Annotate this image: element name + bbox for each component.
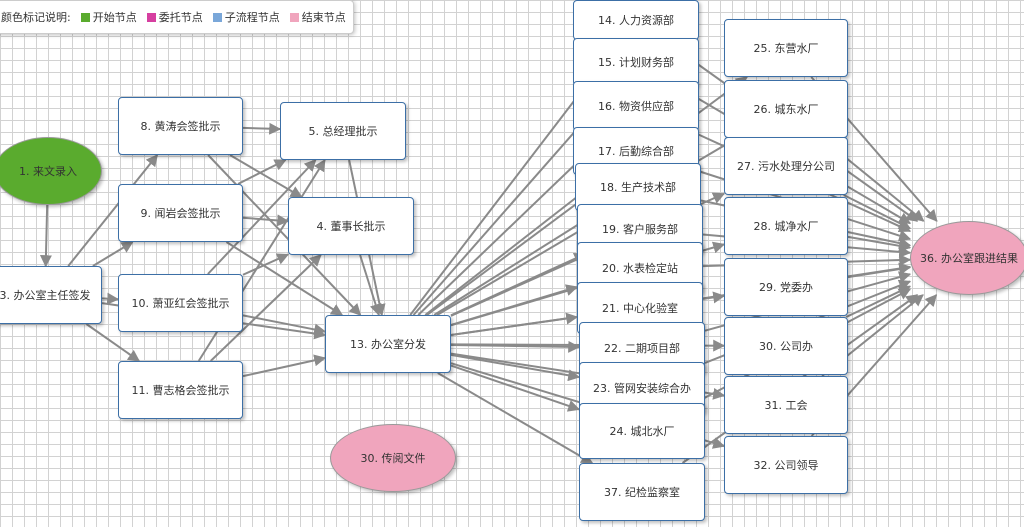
legend-title: 颜色标记说明: <box>1 11 71 24</box>
node-dept-14[interactable]: 14. 人力资源部 <box>573 0 699 40</box>
node-circulate-docs[interactable]: 30. 传阅文件 <box>330 424 456 492</box>
node-dept-16[interactable]: 16. 物资供应部 <box>573 81 699 131</box>
edge-n3-n10 <box>101 292 120 305</box>
edge-n11-n4 <box>209 254 322 362</box>
node-dept-24[interactable]: 24. 城北水厂 <box>579 403 705 459</box>
edge-n10-n13 <box>242 314 327 336</box>
edge-n11-n13 <box>242 354 327 378</box>
edge-n13-n37 <box>437 372 594 464</box>
legend-item-subprocess: 子流程节点 <box>212 9 280 25</box>
legend-item-start: 开始节点 <box>80 9 137 25</box>
legend-item-end: 结束节点 <box>289 9 346 25</box>
node-start-intake[interactable]: 1. 来文录入 <box>0 137 102 205</box>
edge-n3-n8 <box>67 154 159 267</box>
edge-n8-n13 <box>207 154 362 316</box>
edge-n8-n5 <box>242 122 282 135</box>
node-countersign-9[interactable]: 9. 闻岩会签批示 <box>118 184 243 242</box>
node-office-32[interactable]: 32. 公司领导 <box>724 436 848 494</box>
node-countersign-11[interactable]: 11. 曹志格会签批示 <box>118 361 243 419</box>
node-countersign-10[interactable]: 10. 萧亚红会签批示 <box>118 274 243 332</box>
node-chairman[interactable]: 4. 董事长批示 <box>288 197 414 255</box>
edge-n10-n5 <box>207 159 317 275</box>
node-office-29[interactable]: 29. 党委办 <box>724 258 848 316</box>
node-office-director-sign[interactable]: 3. 办公室主任签发 <box>0 266 102 324</box>
node-office-31[interactable]: 31. 工会 <box>724 376 848 434</box>
subprocess-swatch <box>212 12 222 22</box>
edge-n4-n13 <box>359 254 382 317</box>
end-swatch <box>289 12 299 22</box>
edge-n27-n36 <box>843 194 912 230</box>
delegate-swatch <box>146 12 156 22</box>
edge-n9-n13 <box>225 241 344 316</box>
edge-n10-n4 <box>242 253 290 276</box>
edge-n9-n5 <box>237 159 287 185</box>
color-legend: 颜色标记说明: 开始节点 委托节点 子流程节点 结束节点 <box>0 0 354 34</box>
legend-label: 子流程节点 <box>224 11 280 24</box>
node-dept-18[interactable]: 18. 生产技术部 <box>575 163 701 211</box>
edge-n1-n3 <box>39 204 52 268</box>
legend-item-delegate: 委托节点 <box>146 9 203 25</box>
node-office-30[interactable]: 30. 公司办 <box>724 317 848 375</box>
legend-label: 结束节点 <box>301 11 346 24</box>
node-dept-15[interactable]: 15. 计划财务部 <box>573 38 699 86</box>
node-end-followup[interactable]: 36. 办公室跟进结果 <box>910 221 1024 295</box>
edge-n13-n18 <box>433 210 601 316</box>
node-dept-37[interactable]: 37. 纪检监察室 <box>579 463 705 521</box>
node-plant-28[interactable]: 28. 城净水厂 <box>724 197 848 255</box>
start-swatch <box>80 12 90 22</box>
legend-label: 委托节点 <box>158 11 203 24</box>
edge-n13-n23 <box>450 353 581 382</box>
node-general-manager[interactable]: 5. 总经理批示 <box>280 102 406 160</box>
edge-n3-n11 <box>85 323 141 362</box>
edge-n9-n4 <box>242 214 290 227</box>
edge-n8-n4 <box>229 154 303 198</box>
edge-n13-n24 <box>450 364 581 412</box>
node-countersign-8[interactable]: 8. 黄涛会签批示 <box>118 97 243 155</box>
legend-label: 开始节点 <box>92 11 137 24</box>
node-plant-27[interactable]: 27. 污水处理分公司 <box>724 137 848 195</box>
node-plant-26[interactable]: 26. 城东水厂 <box>724 80 848 138</box>
node-office-distribute[interactable]: 13. 办公室分发 <box>325 315 451 373</box>
edge-n3-n9 <box>92 241 134 267</box>
node-plant-25[interactable]: 25. 东营水厂 <box>724 19 848 77</box>
